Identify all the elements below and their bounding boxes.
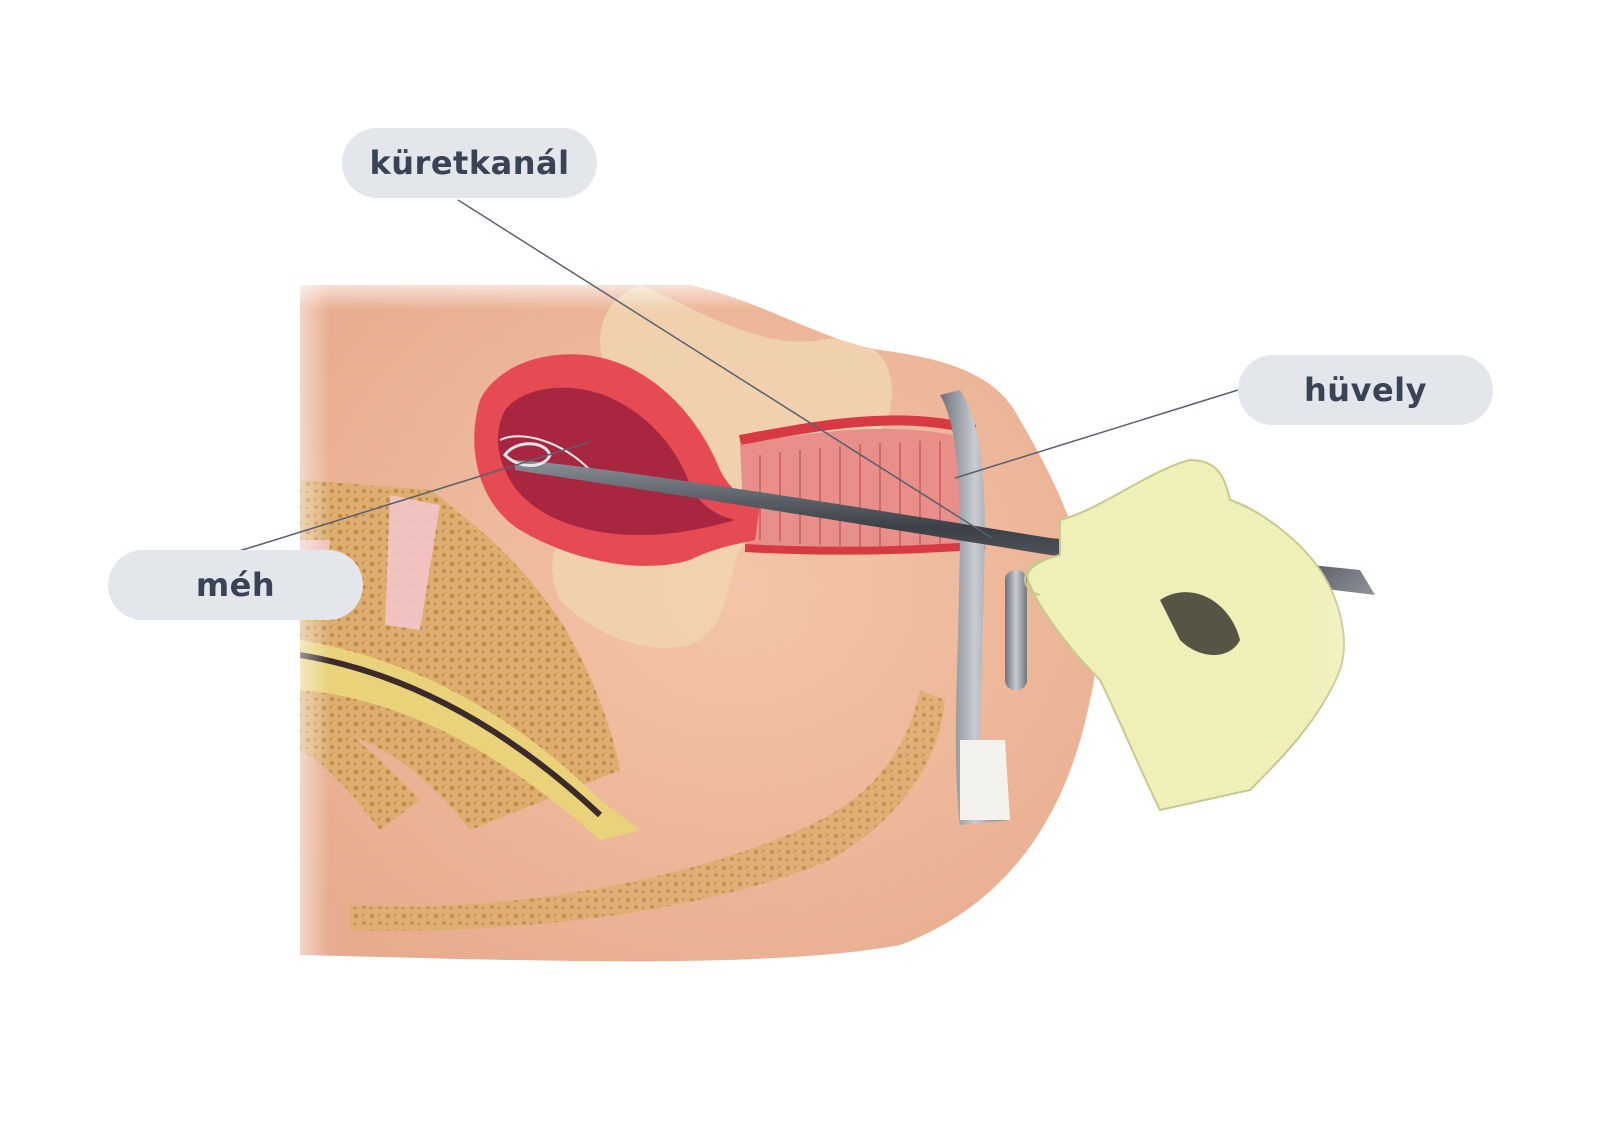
leader-line-uterus <box>235 441 591 553</box>
pubic-bone <box>350 690 945 931</box>
sacrum-bone <box>300 480 620 830</box>
rectum <box>300 640 640 840</box>
uterus-organ <box>474 354 760 566</box>
speculum <box>940 390 1027 825</box>
label-vagina: hüvely <box>1238 355 1493 425</box>
leader-line-vagina <box>954 389 1239 479</box>
leader-line-curette <box>457 199 993 539</box>
label-vagina-text: hüvely <box>1304 371 1427 409</box>
label-uterus: méh <box>108 550 363 620</box>
leader-lines <box>235 199 1239 553</box>
label-curette: küretkanál <box>342 128 597 198</box>
label-uterus-text: méh <box>195 566 276 604</box>
gloved-hand <box>1024 458 1600 860</box>
uterus-cavity <box>498 387 735 535</box>
label-curette-text: küretkanál <box>369 144 570 182</box>
